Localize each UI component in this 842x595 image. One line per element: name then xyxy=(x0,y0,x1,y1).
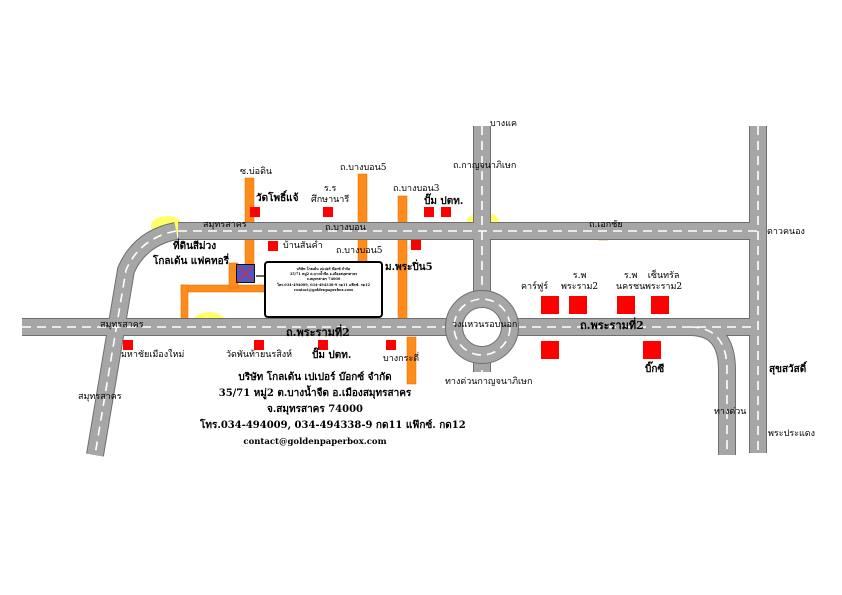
landmark-bang-kradi xyxy=(386,340,396,350)
landmark-carrefour xyxy=(541,296,559,314)
label-school: ร.ร ศึกษานารี xyxy=(311,184,350,205)
label-wat-pho-chaeng: วัดโพธิ์แจ้ xyxy=(256,193,299,204)
label-bang-bon-3: ถ.บางบอน3 xyxy=(393,184,440,194)
info-box-line-3: จ.สมุทรสาคร 74000 xyxy=(306,277,341,282)
landmark-central-rama2 xyxy=(651,296,669,314)
landmark-maha-chai xyxy=(123,340,133,350)
label-ekkachai: ถ.เอกชัย xyxy=(589,220,623,230)
label-suksawat: สุขสวัสดิ์ xyxy=(769,364,807,375)
factory-location-icon xyxy=(236,264,255,283)
label-phra-pradaeng: พระประแดง xyxy=(768,429,816,439)
landmark-pump-ptt-top-2 xyxy=(441,207,451,217)
info-box-line-1: บริษัท โกลเด้น เปเปอร์ บ๊อกซ์ จำกัด xyxy=(296,267,351,271)
landmark-big-c xyxy=(643,341,661,359)
label-charan-tho: ถ.กาญจนาภิเษก xyxy=(453,161,517,171)
label-bang-khae: บางแค xyxy=(490,119,517,129)
highways xyxy=(22,126,767,457)
label-bang-kradi: บางกระดี่ xyxy=(383,354,420,364)
company-info-box: บริษัท โกลเด้น เปเปอร์ บ๊อกซ์ จำกัด 35/7… xyxy=(264,261,383,318)
label-bang-bon-5-top: ถ.บางบอน5 xyxy=(340,163,387,173)
label-samut-sakhon-top: สมุทรสาคร xyxy=(203,220,247,230)
label-big-c: บิ๊กซี xyxy=(645,364,665,375)
label-ban-suan-kham: บ้านสันคำ xyxy=(283,241,323,251)
label-soi-bo-din: ซ.บ่อดิน xyxy=(240,167,273,177)
label-golden-factory: โกลเด้น แฟคทอรี่ xyxy=(153,256,229,267)
label-ring-road: วงแหวนรอบนอก xyxy=(452,320,518,330)
landmark-school xyxy=(323,207,333,217)
label-hospital-nakhonchon: ร.พ นครชน xyxy=(616,271,646,292)
label-carrefour: คาร์ฟูร์ xyxy=(521,282,549,292)
company-name: บริษัท โกลเด้น เปเปอร์ บ๊อกซ์ จำกัด xyxy=(238,372,392,383)
factory-access-v xyxy=(180,284,189,323)
info-box-line-5: contact@goldenpaperbox.com xyxy=(294,287,353,292)
label-m-phra-pin-5: ม.พระปิ่น5 xyxy=(385,262,433,273)
landmark-wat-phan-thai xyxy=(254,340,264,350)
label-samut-sakhon-bottom: สมุทรสาคร xyxy=(78,392,122,402)
landmark-pump-ptt-bottom xyxy=(318,340,328,350)
company-phone: โทร.034-494009, 034-494338-9 กด11 แฟ๊กซ์… xyxy=(200,420,466,431)
label-expressway: ทางด่วน xyxy=(714,407,747,417)
info-box-line-2: 35/71 หมู่2 ต.บางน้ำจืด อ.เมืองสมุทรสาคร xyxy=(289,272,358,277)
company-address-block: บริษัท โกลเด้น เปเปอร์ บ๊อกซ์ จำกัด 35/7… xyxy=(200,370,466,450)
label-rama2-left: ถ.พระรามที่2 xyxy=(286,326,350,339)
info-box-line-4: โทร.034-494009, 034-494338-9 กด11 แฟ๊กซ์… xyxy=(277,282,370,287)
label-hospital-rama2: ร.พ พระราม2 xyxy=(561,271,599,292)
label-pump-ptt-bottom: ปั๊ม ปตท. xyxy=(312,350,352,361)
landmark-hospital-nakhonchon xyxy=(617,296,635,314)
label-bang-bon-5-mid: ถ.บางบอน5 xyxy=(336,246,383,256)
landmark-wat-pho-chaeng xyxy=(250,207,260,217)
landmark-hospital-rama2 xyxy=(569,296,587,314)
label-wat-phan-thai: วัดพันท้ายนรสิงห์ xyxy=(226,350,293,360)
label-dao-khanong: ดาวคนอง xyxy=(767,227,805,237)
company-address-1: 35/71 หมู่2 ต.บางน้ำจืด อ.เมืองสมุทรสาคร xyxy=(218,388,412,399)
landmark-rama2-south xyxy=(541,341,559,359)
company-email: contact@goldenpaperbox.com xyxy=(243,437,387,447)
label-thi-din-si-muang: ที่ดินสีม่วง xyxy=(173,241,217,252)
label-samut-sakhon-left: สมุทรสาคร xyxy=(100,320,144,330)
label-kanchana-exit: ทางด่วนกาญจนาภิเษก xyxy=(445,377,533,387)
factory-access-h xyxy=(180,284,266,293)
landmark-m-phra-pin-5 xyxy=(411,240,421,250)
company-address-2: จ.สมุทรสาคร 74000 xyxy=(266,404,364,415)
bang-bon-3-road xyxy=(397,195,408,325)
landmark-ban-suan-kham xyxy=(268,241,278,251)
label-bang-bon-road: ถ.บางบอน xyxy=(325,223,366,233)
label-maha-chai: มหาชัยเมืองใหม่ xyxy=(121,350,185,360)
bang-bon-5-bottom-road xyxy=(406,336,417,385)
label-central-rama2: เซ็นทรัล พระราม2 xyxy=(645,271,683,292)
label-rama2-right: ถ.พระรามที่2 xyxy=(580,319,644,332)
label-pump-ptt-top: ปั๊ม ปตท. xyxy=(424,196,464,207)
landmark-pump-ptt-top-1 xyxy=(424,207,434,217)
